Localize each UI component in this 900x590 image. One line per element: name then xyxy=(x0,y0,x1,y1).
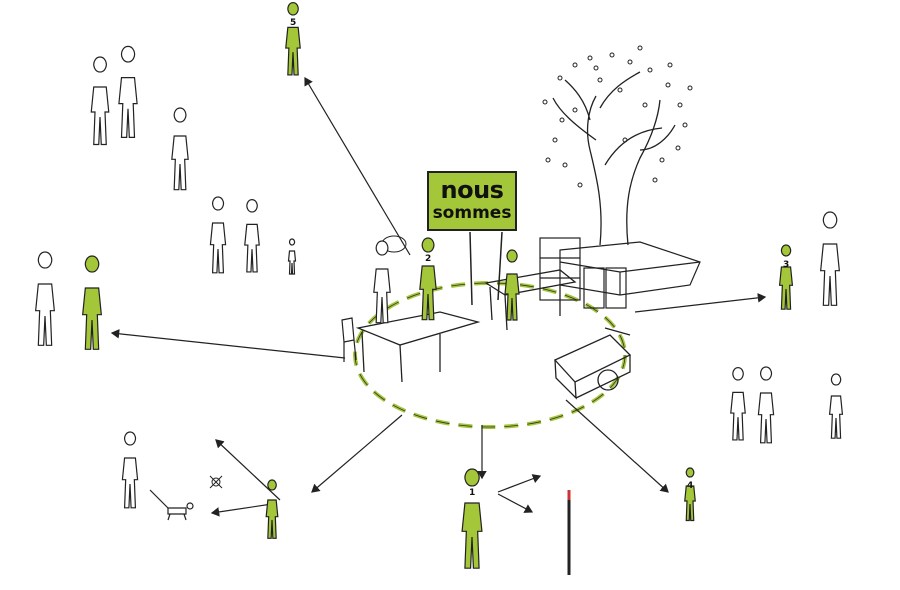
white-person-9 xyxy=(121,431,139,509)
nous-sommes-sign: nous sommes xyxy=(427,171,517,231)
dog xyxy=(149,489,194,521)
shelf-and-bins xyxy=(539,237,627,309)
figure-number-1: 1 xyxy=(469,488,475,498)
white-person-4 xyxy=(209,196,227,274)
tree xyxy=(552,71,676,246)
green-person-8 xyxy=(265,479,279,539)
green-person-2 xyxy=(82,255,102,350)
tree-leaves xyxy=(542,45,693,188)
planter-bench xyxy=(559,241,701,296)
figure-number-2: 2 xyxy=(425,254,431,264)
white-person-3 xyxy=(171,107,189,191)
green-person-7 xyxy=(684,467,696,522)
green-person-1 xyxy=(285,2,301,76)
tables xyxy=(355,269,577,383)
chair xyxy=(341,317,357,362)
figure-number-5: 5 xyxy=(290,18,296,28)
green-person-5 xyxy=(461,468,483,569)
white-person-2 xyxy=(118,45,138,138)
green-person-4 xyxy=(504,249,520,321)
figure-number-4: 4 xyxy=(687,481,693,491)
white-person-11 xyxy=(757,366,775,444)
white-person-12 xyxy=(820,211,840,306)
cart xyxy=(553,327,632,400)
sign-line-1: nous xyxy=(440,176,504,204)
bug xyxy=(209,475,223,489)
white-person-1 xyxy=(90,56,110,146)
white-figures xyxy=(35,45,844,509)
white-person-7 xyxy=(35,251,55,346)
green-figures xyxy=(82,2,794,569)
white-person-6 xyxy=(287,238,297,275)
radiating-arrows xyxy=(110,76,767,517)
white-person-5 xyxy=(244,199,260,273)
white-person-8 xyxy=(373,240,391,324)
white-person-10 xyxy=(730,367,746,441)
sign-line-2: sommes xyxy=(432,203,512,223)
green-person-3 xyxy=(419,237,437,321)
white-person-13 xyxy=(828,373,844,439)
figure-number-3: 3 xyxy=(783,260,789,270)
green-person-6 xyxy=(778,244,794,310)
